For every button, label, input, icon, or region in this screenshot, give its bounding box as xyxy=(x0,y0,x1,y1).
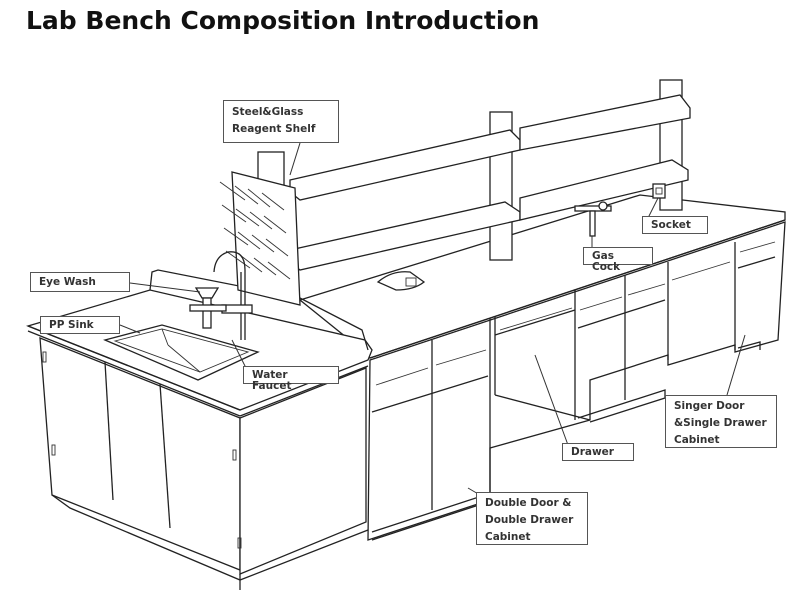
label-text: Eye Wash xyxy=(39,276,96,288)
label-single-cabinet: Singer Door &Single Drawer Cabinet xyxy=(665,395,777,448)
label-line: Singer Door xyxy=(674,400,745,412)
page-title: Lab Bench Composition Introduction xyxy=(26,6,540,35)
pegs xyxy=(219,181,291,280)
label-line: Double Drawer xyxy=(485,514,574,526)
label-drawer: Drawer xyxy=(562,443,634,461)
eye-wash xyxy=(189,287,227,329)
leader-lines xyxy=(119,142,746,496)
label-text: Gas Cock xyxy=(592,250,621,273)
socket xyxy=(652,183,666,199)
label-line: Steel&Glass xyxy=(232,106,304,118)
label-gas-cock: Gas Cock xyxy=(583,247,653,273)
label-text: Drawer xyxy=(571,446,614,458)
desktop-outlet xyxy=(376,271,426,291)
reagent-shelf xyxy=(219,79,691,306)
label-line: Cabinet xyxy=(485,531,531,543)
label-double-cabinet: Double Door & Double Drawer Cabinet xyxy=(476,492,588,545)
label-text: PP Sink xyxy=(49,319,94,331)
label-text: Water Faucet xyxy=(252,369,292,392)
label-socket: Socket xyxy=(642,216,708,234)
label-reagent-shelf: Steel&Glass Reagent Shelf xyxy=(223,100,339,143)
main-bench xyxy=(298,194,786,541)
label-line: &Single Drawer xyxy=(674,417,767,429)
label-text: Socket xyxy=(651,219,691,231)
label-eye-wash: Eye Wash xyxy=(30,272,130,292)
label-line: Reagent Shelf xyxy=(232,123,316,135)
label-water-faucet: Water Faucet xyxy=(243,366,339,392)
label-line: Cabinet xyxy=(674,434,720,446)
gas-cock xyxy=(574,201,612,237)
label-pp-sink: PP Sink xyxy=(40,316,120,334)
label-line: Double Door & xyxy=(485,497,572,509)
